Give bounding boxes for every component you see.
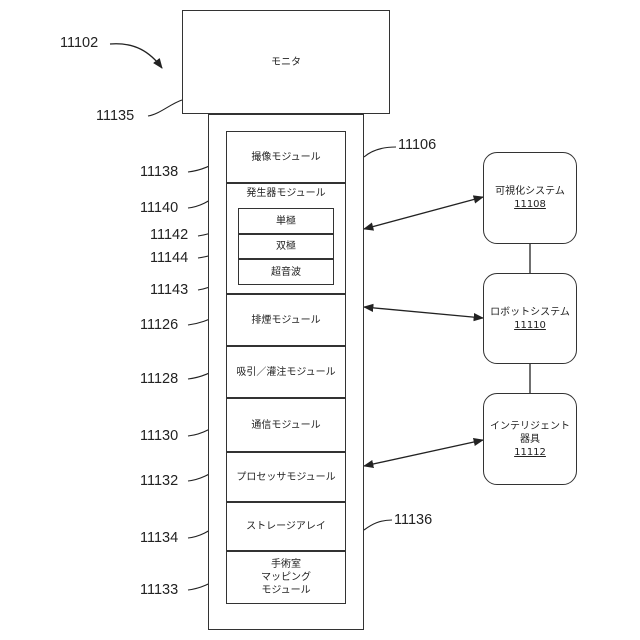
ref-storage: 11134: [140, 530, 178, 546]
storage-array: ストレージアレイ: [226, 502, 346, 551]
intelligent-instrument-box: インテリジェント 器具 11112: [483, 393, 577, 485]
ref-monitor: 11135: [96, 108, 134, 124]
smoke-module-label: 排煙モジュール: [251, 314, 320, 327]
communication-module: 通信モジュール: [226, 398, 346, 452]
ref-storage-hub: 11136: [394, 512, 432, 528]
smoke-evacuation-module: 排煙モジュール: [226, 294, 346, 346]
ref-generator: 11140: [140, 200, 178, 216]
ref-suction: 11128: [140, 371, 178, 387]
arrow-hub-visualization: [364, 197, 483, 229]
ref-monopolar: 11142: [150, 227, 188, 243]
visualization-system-box: 可視化システム 11108: [483, 152, 577, 244]
or-mapping-module: 手術室 マッピング モジュール: [226, 551, 346, 604]
monitor-box: モニタ: [182, 10, 390, 114]
mapping-label-line3: モジュール: [261, 584, 310, 597]
suction-module-label: 吸引／灌注モジュール: [236, 366, 335, 379]
monopolar-label: 単極: [276, 215, 296, 228]
ref-system: 11102: [60, 35, 98, 51]
suction-irrigation-module: 吸引／灌注モジュール: [226, 346, 346, 398]
ref-ultrasonic: 11143: [150, 282, 188, 298]
arrow-hub-robot: [364, 307, 483, 318]
leader-hub: [364, 147, 396, 157]
system-ref-arrow: [110, 44, 162, 68]
ref-bipolar: 11144: [150, 250, 188, 266]
intelligent-instrument-label-line1: インテリジェント: [490, 420, 570, 433]
processor-module-label: プロセッサモジュール: [236, 471, 335, 484]
ref-hub: 11106: [398, 137, 436, 153]
ref-processor: 11132: [140, 473, 178, 489]
imaging-module: 撮像モジュール: [226, 131, 346, 183]
monitor-label: モニタ: [271, 56, 301, 69]
ultrasonic-label: 超音波: [271, 266, 301, 279]
visualization-system-label: 可視化システム: [495, 185, 565, 198]
visualization-system-ref: 11108: [514, 198, 546, 211]
bipolar-box: 双極: [238, 234, 334, 259]
mapping-label-line2: マッピング: [261, 571, 311, 584]
imaging-module-label: 撮像モジュール: [251, 151, 320, 164]
leader-storage-hub: [364, 520, 392, 530]
ref-mapping: 11133: [140, 582, 178, 598]
robot-system-label: ロボットシステム: [490, 306, 570, 319]
generator-module-label: 発生器モジュール: [246, 187, 325, 200]
ref-smoke: 11126: [140, 317, 178, 333]
bipolar-label: 双極: [276, 240, 296, 253]
intelligent-instrument-ref: 11112: [514, 446, 546, 459]
mapping-label-line1: 手術室: [271, 558, 301, 571]
ref-imaging: 11138: [140, 164, 178, 180]
monopolar-box: 単極: [238, 208, 334, 234]
arrow-hub-instrument: [364, 440, 483, 466]
ultrasonic-box: 超音波: [238, 259, 334, 285]
ref-comm: 11130: [140, 428, 178, 444]
robot-system-box: ロボットシステム 11110: [483, 273, 577, 364]
intelligent-instrument-label-line2: 器具: [520, 433, 540, 446]
processor-module: プロセッサモジュール: [226, 452, 346, 502]
leader-monitor: [148, 100, 182, 116]
comm-module-label: 通信モジュール: [251, 419, 320, 432]
robot-system-ref: 11110: [514, 319, 546, 332]
storage-array-label: ストレージアレイ: [246, 520, 326, 533]
